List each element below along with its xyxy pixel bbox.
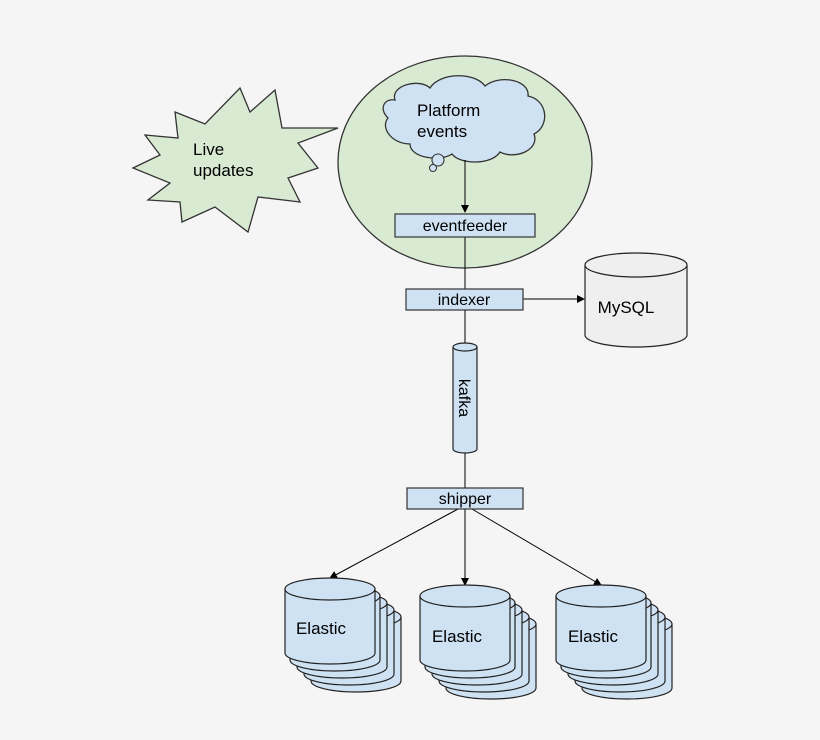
- arrow-shipper-to-elastic-right: [471, 508, 602, 586]
- shipper-node: shipper: [406, 487, 524, 510]
- elastic-label: Elastic: [432, 627, 483, 646]
- shipper-label: shipper: [439, 491, 492, 508]
- kafka-queue: kafka: [452, 342, 478, 454]
- starburst-label-line2: updates: [193, 161, 254, 180]
- elastic-cluster-left: Elastic: [284, 577, 402, 693]
- arrow-shipper-to-elastic-left: [329, 508, 459, 579]
- indexer-label: indexer: [438, 292, 491, 309]
- elastic-cluster-right: Elastic: [555, 584, 673, 700]
- starburst-label-line1: Live: [193, 140, 224, 159]
- eventfeeder-label: eventfeeder: [423, 218, 508, 235]
- cloud-label-line2: events: [417, 122, 467, 141]
- indexer-node: indexer: [405, 288, 524, 311]
- live-updates-starburst: Live updates: [131, 86, 339, 234]
- elastic-cluster-middle: Elastic: [419, 584, 537, 700]
- elastic-label: Elastic: [296, 619, 347, 638]
- cloud-label-line1: Platform: [417, 101, 480, 120]
- platform-events-cloud: Platform events: [382, 75, 546, 172]
- elastic-label: Elastic: [568, 627, 619, 646]
- mysql-database: MySQL: [584, 252, 688, 348]
- eventfeeder-node: eventfeeder: [394, 213, 536, 238]
- mysql-label: MySQL: [598, 298, 655, 317]
- kafka-label: kafka: [455, 379, 472, 417]
